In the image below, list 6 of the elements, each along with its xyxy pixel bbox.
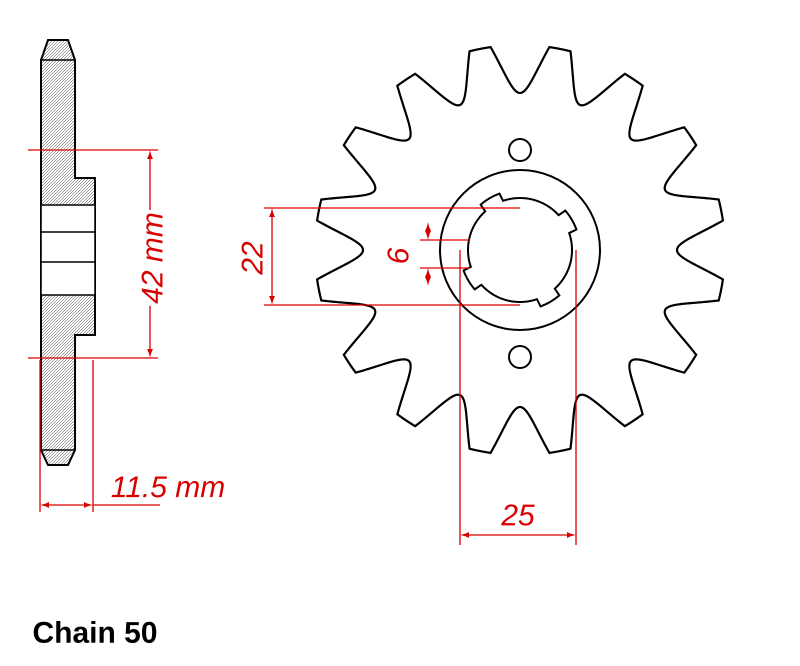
dimension-label: 22: [240, 239, 264, 277]
dimension-label: 25: [499, 502, 537, 528]
dimension-label: 42 mm: [140, 210, 164, 306]
dimension-label: 11.5 mm: [108, 474, 228, 500]
dimension-label: 6: [385, 246, 411, 266]
chain-size-label: Chain 50: [34, 620, 156, 644]
